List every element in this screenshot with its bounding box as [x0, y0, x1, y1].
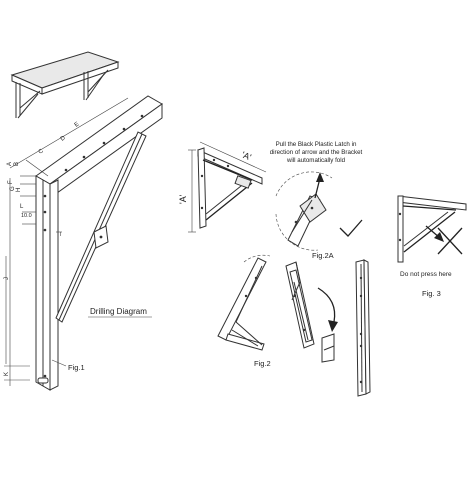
- dim-label-k: K: [4, 372, 10, 376]
- dim-label-c: C: [38, 148, 46, 156]
- fig1-bracket: [35, 95, 163, 391]
- fig3-caption: Fig. 3: [422, 289, 441, 298]
- dim-label-l: L: [20, 204, 24, 210]
- fig2a-caption: Fig.2A: [312, 251, 334, 260]
- dim-label-j: J: [4, 277, 10, 280]
- drilling-diagram-label: Drilling Diagram: [90, 307, 147, 316]
- dim-label-i: I: [60, 232, 61, 238]
- fig1-dimensions: [4, 97, 129, 386]
- fig2-step2: [285, 261, 338, 363]
- bracket-a-side-label: 'A': [178, 194, 188, 204]
- fig2a-note-line1: Pull the Black Plastic Latch in: [276, 141, 357, 148]
- bracket-a-top-label: 'A': [240, 150, 253, 163]
- dim-label-a: A: [7, 162, 13, 166]
- dim-label-10: 10.0: [21, 213, 32, 219]
- dim-label-d: D: [60, 135, 68, 143]
- fig1-leader: [51, 359, 67, 367]
- dim-label-e: E: [74, 121, 81, 128]
- dim-label-b: B: [14, 162, 20, 166]
- check-mark-icon: [339, 219, 363, 237]
- dim-label-h: H: [16, 188, 22, 192]
- dim-label-g: G: [10, 186, 16, 191]
- fig2a-note-line3: will automatically fold: [286, 157, 346, 164]
- fig1-caption: Fig.1: [68, 363, 85, 372]
- dim-label-f: F: [8, 180, 14, 184]
- shelf-illustration: [10, 51, 120, 119]
- fig3-note: Do not press here: [400, 271, 452, 278]
- bracket-a-view: [197, 147, 263, 229]
- fig2a-note-line2: direction of arrow and the Bracket: [270, 149, 363, 156]
- fig3-bracket: [397, 195, 467, 263]
- fig2a-detail: [275, 171, 333, 251]
- fig2-step3: [355, 259, 371, 397]
- fig1-dimension-labels: A B C D E F G H L 10.0 I J K: [4, 121, 80, 376]
- bracket-a-dimensions: [188, 141, 267, 233]
- fig2a-note: Pull the Black Plastic Latch in directio…: [270, 141, 363, 164]
- cross-mark-icon: [437, 227, 463, 255]
- fig2-step1: [217, 254, 271, 351]
- fig2-caption: Fig.2: [254, 359, 271, 368]
